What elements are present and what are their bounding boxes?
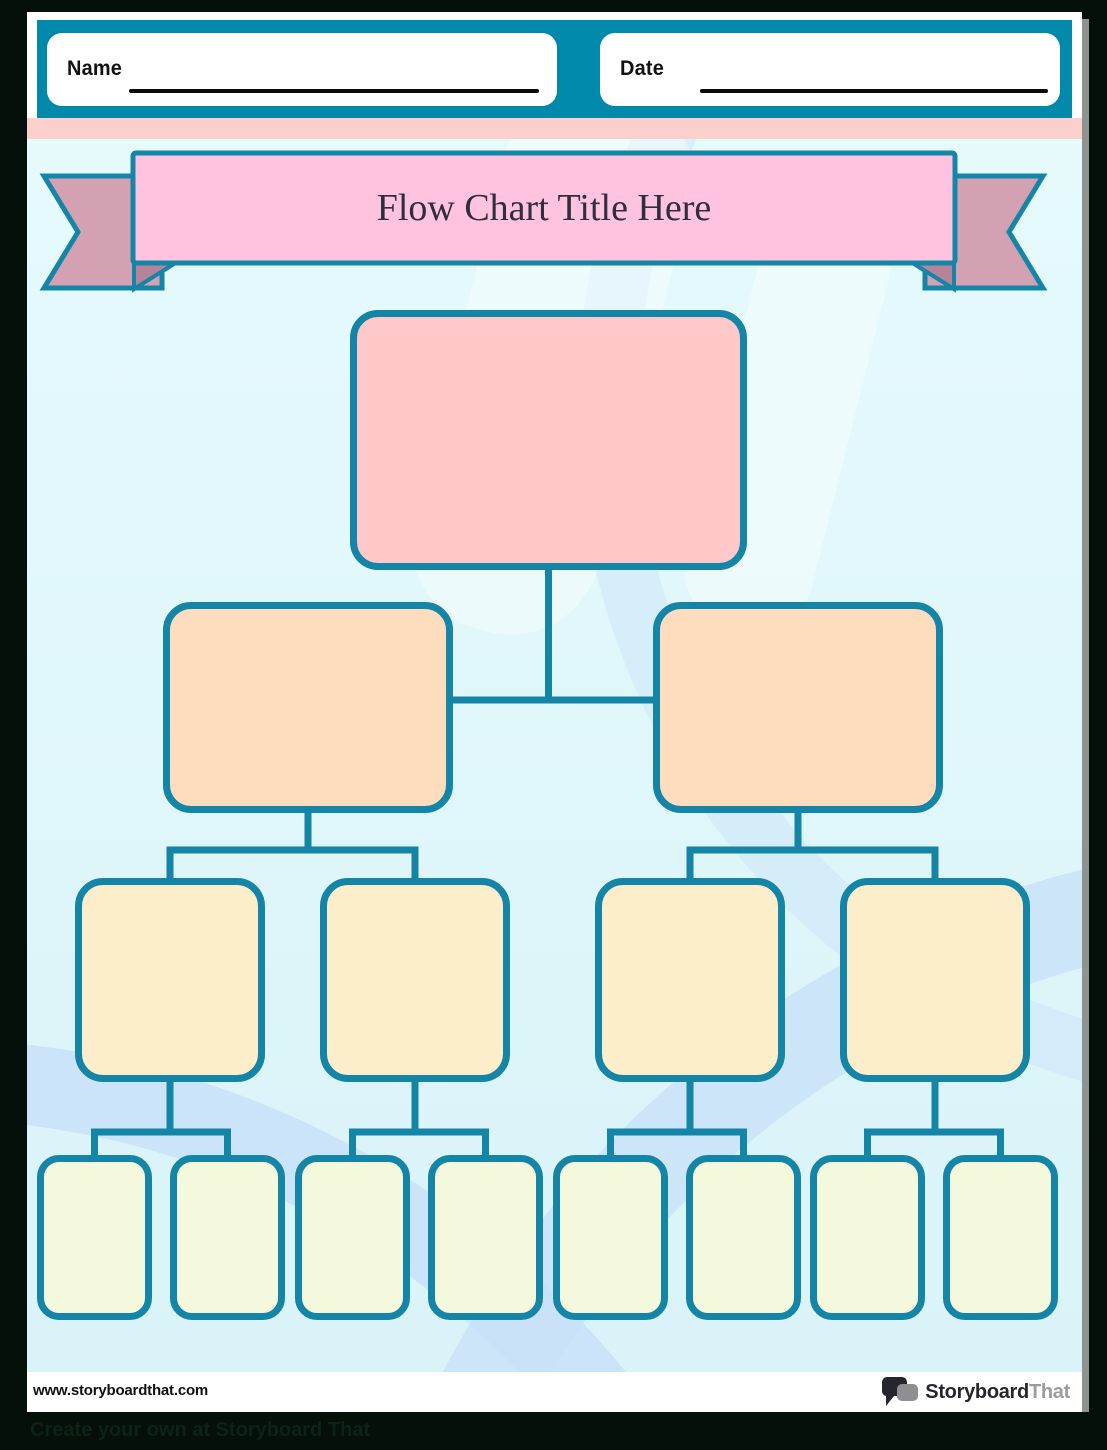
flowchart-node-level4-5[interactable] <box>553 1155 668 1320</box>
date-label: Date <box>620 57 665 80</box>
connector-lines <box>91 563 1004 1162</box>
flowchart-title[interactable]: Flow Chart Title Here <box>376 187 712 229</box>
name-write-line[interactable] <box>129 89 539 93</box>
website-url: www.storyboardthat.com <box>33 1382 209 1399</box>
bottom-bar-text: Create your own at Storyboard That <box>30 1419 371 1441</box>
flowchart-node-level4-7[interactable] <box>810 1155 925 1320</box>
flowchart-node-level3-3[interactable] <box>595 878 785 1082</box>
flowchart-node-level2-2[interactable] <box>653 602 943 813</box>
page-footer: www.storyboardthat.com StoryboardThat <box>27 1372 1082 1412</box>
flowchart-node-level3-2[interactable] <box>320 878 510 1082</box>
worksheet-page: Name Date Flow Chart <box>27 12 1082 1412</box>
logo-text-primary: Storyboard <box>925 1380 1029 1403</box>
flowchart-node-level4-1[interactable] <box>37 1155 152 1320</box>
worksheet-content: Flow Chart Title Here <box>27 139 1082 1372</box>
title-ribbon-banner <box>39 150 1048 293</box>
connector-path <box>91 563 1004 1162</box>
flowchart-node-level4-2[interactable] <box>170 1155 285 1320</box>
logo-text: StoryboardThat <box>925 1381 1070 1404</box>
bottom-bar: Create your own at Storyboard That <box>0 1412 1107 1450</box>
flowchart-node-level3-4[interactable] <box>840 878 1030 1082</box>
name-field-box[interactable]: Name <box>47 33 557 106</box>
header-band: Name Date <box>37 20 1072 118</box>
speech-bubbles-icon <box>882 1377 919 1406</box>
banner-rectangle <box>130 150 958 266</box>
flowchart-node-level4-4[interactable] <box>428 1155 543 1320</box>
flowchart-node-level3-1[interactable] <box>75 878 265 1082</box>
logo-text-secondary: That <box>1028 1380 1070 1403</box>
date-field-box[interactable]: Date <box>600 33 1060 106</box>
flowchart-node-level4-6[interactable] <box>686 1155 801 1320</box>
flowchart-node-level4-3[interactable] <box>295 1155 410 1320</box>
flowchart-node-level4-8[interactable] <box>943 1155 1058 1320</box>
flowchart-node-level2-1[interactable] <box>163 602 453 813</box>
date-write-line[interactable] <box>700 89 1048 93</box>
pink-divider-strip <box>27 118 1082 139</box>
name-label: Name <box>67 57 123 80</box>
flowchart-node-level1[interactable] <box>350 310 747 570</box>
storyboardthat-logo: StoryboardThat <box>882 1377 1070 1407</box>
